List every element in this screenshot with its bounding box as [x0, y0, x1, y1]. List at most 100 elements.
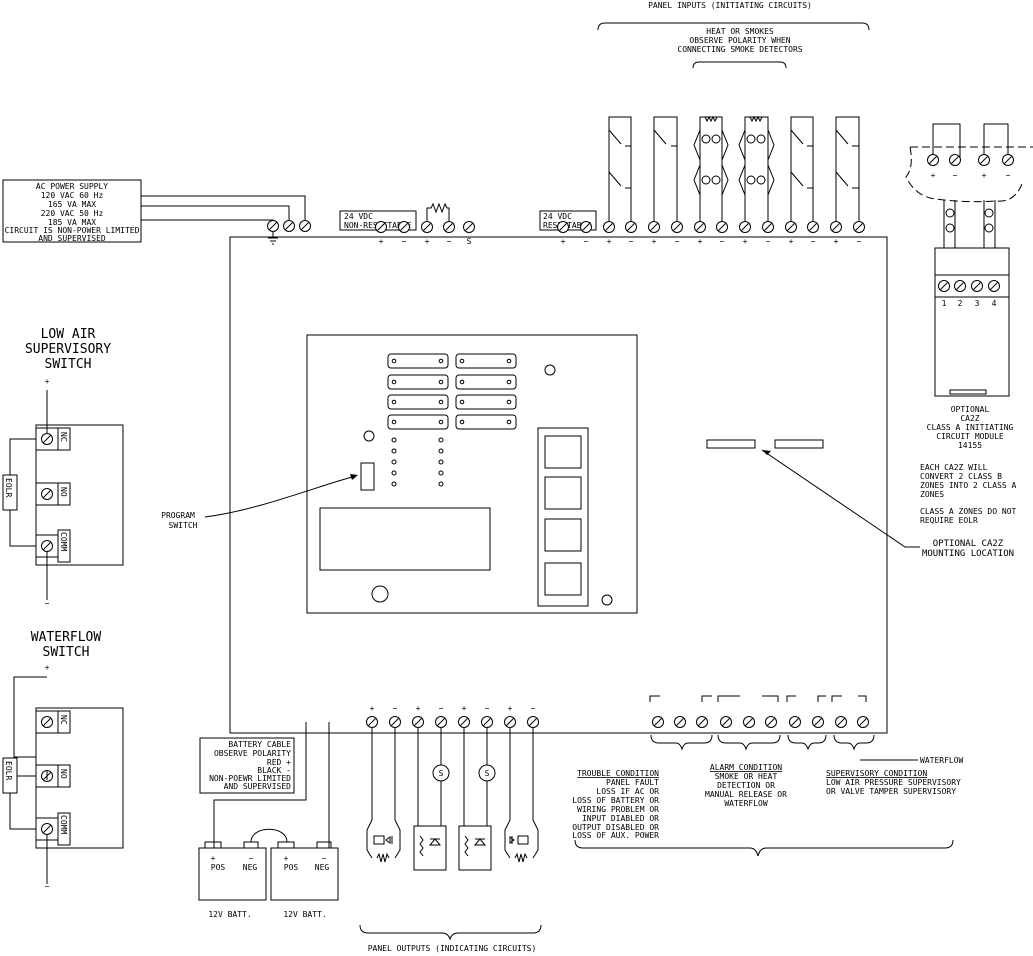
- nonres-minus: −: [402, 237, 407, 246]
- low-air-title-2: SUPERVISORY: [25, 342, 111, 357]
- alarm-brace: [717, 734, 781, 751]
- input-polarity-row: + − + − + − + − + − + − + −: [561, 237, 862, 246]
- low-air-nc-label: NC: [59, 432, 68, 442]
- waterflow-no-label: NO: [59, 769, 68, 779]
- low-air-eolr-wires: [9, 438, 36, 547]
- svg-text:+: +: [370, 704, 375, 713]
- battery-cable-line-4: BLACK -: [257, 766, 291, 775]
- supervisory-title: SUPERVISORY CONDITION: [826, 769, 927, 778]
- battery-cable-line-2: OBSERVE POLARITY: [214, 749, 291, 758]
- batt1-plus: +: [211, 854, 216, 863]
- ca2z-mount-leader: [761, 449, 920, 548]
- ac-neutral-terminal: [283, 220, 295, 232]
- supervisory-brace: [787, 734, 827, 751]
- svg-text:3: 3: [975, 299, 980, 308]
- mount-hole: [601, 594, 613, 606]
- svg-text:+: +: [607, 237, 612, 246]
- svg-text:+: +: [982, 171, 987, 180]
- svg-text:−: −: [720, 237, 725, 246]
- smoke-detector-zone-3: [693, 115, 729, 221]
- vdc-res-label-1: 24 VDC: [543, 212, 572, 221]
- waterflow-terminals: [35, 710, 71, 846]
- panel-inputs-brace: [597, 22, 870, 31]
- relay-outputs-brace: [574, 839, 954, 857]
- waterflow-plus: +: [45, 663, 50, 672]
- ca2z-note-4: ZONES: [920, 490, 944, 499]
- trouble-line-3: LOSS OF BATTERY OR: [572, 796, 659, 805]
- low-air-title-1: LOW AIR: [41, 327, 96, 342]
- trouble-line-2: LOSS IF AC OR: [596, 787, 659, 796]
- mount-hole: [544, 364, 556, 376]
- trouble-line-5: INPUT DIABLED OR: [582, 814, 659, 823]
- notification-appliance-1: [366, 728, 401, 863]
- low-air-plus: +: [45, 377, 50, 386]
- ca2z-label-3: CLASS A INITIATING: [927, 423, 1014, 432]
- svg-text:−: −: [584, 237, 589, 246]
- smoke-detector-zone-4: [738, 115, 775, 221]
- svg-text:1: 1: [942, 299, 947, 308]
- ac-hot-terminal: [299, 220, 311, 232]
- low-air-eolr-label: EOLR: [4, 478, 13, 497]
- led-column-left: [391, 437, 397, 487]
- alarm-line-4: WATERFLOW: [724, 799, 768, 808]
- ac-line-6: CIRCUIT IS NON-POWER LIMITED: [5, 226, 140, 235]
- svg-text:−: −: [857, 237, 862, 246]
- program-switch-leader: [204, 475, 357, 518]
- svg-text:−: −: [1006, 171, 1011, 180]
- trouble-line-7: LOSS OF AUX. POWER: [572, 831, 659, 840]
- batt1-neg-label: NEG: [243, 863, 258, 872]
- program-switch-label-1: PROGRAM: [161, 511, 195, 520]
- nonres-plus: +: [379, 237, 384, 246]
- ca2z-label-4: CIRCUIT MODULE: [936, 432, 1004, 441]
- nonres-minus-2: −: [447, 237, 452, 246]
- nonres-s: S: [467, 237, 472, 246]
- initiating-contact-zone-1: [608, 116, 632, 221]
- display-window: [319, 507, 491, 571]
- ac-line-3: 165 VA MAX: [48, 200, 96, 209]
- waterflow-eolr-label: EOLR: [4, 761, 13, 780]
- heat-smoke-label-1: HEAT OR SMOKES: [706, 27, 774, 36]
- panel-button: [544, 562, 582, 596]
- battery-cable-wires: [213, 722, 330, 848]
- ac-power-box: [2, 179, 142, 243]
- program-switch-arrowhead: [350, 474, 358, 480]
- dip-switch-bank: [387, 353, 517, 430]
- program-switch-label-2: SWITCH: [169, 521, 198, 530]
- panel-outputs-brace: [359, 924, 542, 941]
- svg-text:+: +: [508, 704, 513, 713]
- input-terminal-row: [557, 221, 865, 233]
- svg-text:−: −: [629, 237, 634, 246]
- ac-line-4: 220 VAC 50 Hz: [41, 209, 104, 218]
- waterflow-relay-label: WATERFLOW: [920, 756, 964, 765]
- batt2-pos-label: POS: [284, 863, 299, 872]
- ac-wire-hot: [141, 195, 306, 226]
- battery-cable-box: [199, 737, 295, 794]
- low-air-no-label: NO: [59, 487, 68, 497]
- trouble-title: TROUBLE CONDITION: [577, 769, 659, 778]
- svg-text:+: +: [416, 704, 421, 713]
- ac-ground-terminal: [267, 220, 279, 232]
- waterflow-title-2: SWITCH: [43, 645, 90, 660]
- svg-text:+: +: [789, 237, 794, 246]
- svg-text:−: −: [531, 704, 536, 713]
- mount-hole: [363, 430, 375, 442]
- batt1-pos-label: POS: [211, 863, 226, 872]
- ca2z-mount-arrowhead: [762, 450, 771, 455]
- ac-wire-neutral: [141, 205, 290, 226]
- ca2z-note-5: CLASS A ZONES DO NOT: [920, 507, 1017, 516]
- ac-wire-ground: [141, 219, 274, 226]
- waterflow-minus: −: [45, 882, 50, 891]
- svg-text:−: −: [811, 237, 816, 246]
- notification-appliance-2: [504, 728, 539, 863]
- alarm-line-3: MANUAL RELEASE OR: [705, 790, 787, 799]
- panel-button: [544, 435, 582, 469]
- panel-outputs-label: PANEL OUTPUTS (INDICATING CIRCUITS): [368, 944, 537, 953]
- ca2z-label-5: 14155: [958, 441, 982, 450]
- low-air-eolr: [2, 474, 18, 511]
- ca2z-note-6: REQUIRE EOLR: [920, 516, 978, 525]
- svg-text:+: +: [698, 237, 703, 246]
- waterflow-eolr-wires: [9, 790, 36, 830]
- ca2z-mount-label-1: OPTIONAL CA2Z: [933, 539, 1004, 549]
- svg-text:2: 2: [958, 299, 963, 308]
